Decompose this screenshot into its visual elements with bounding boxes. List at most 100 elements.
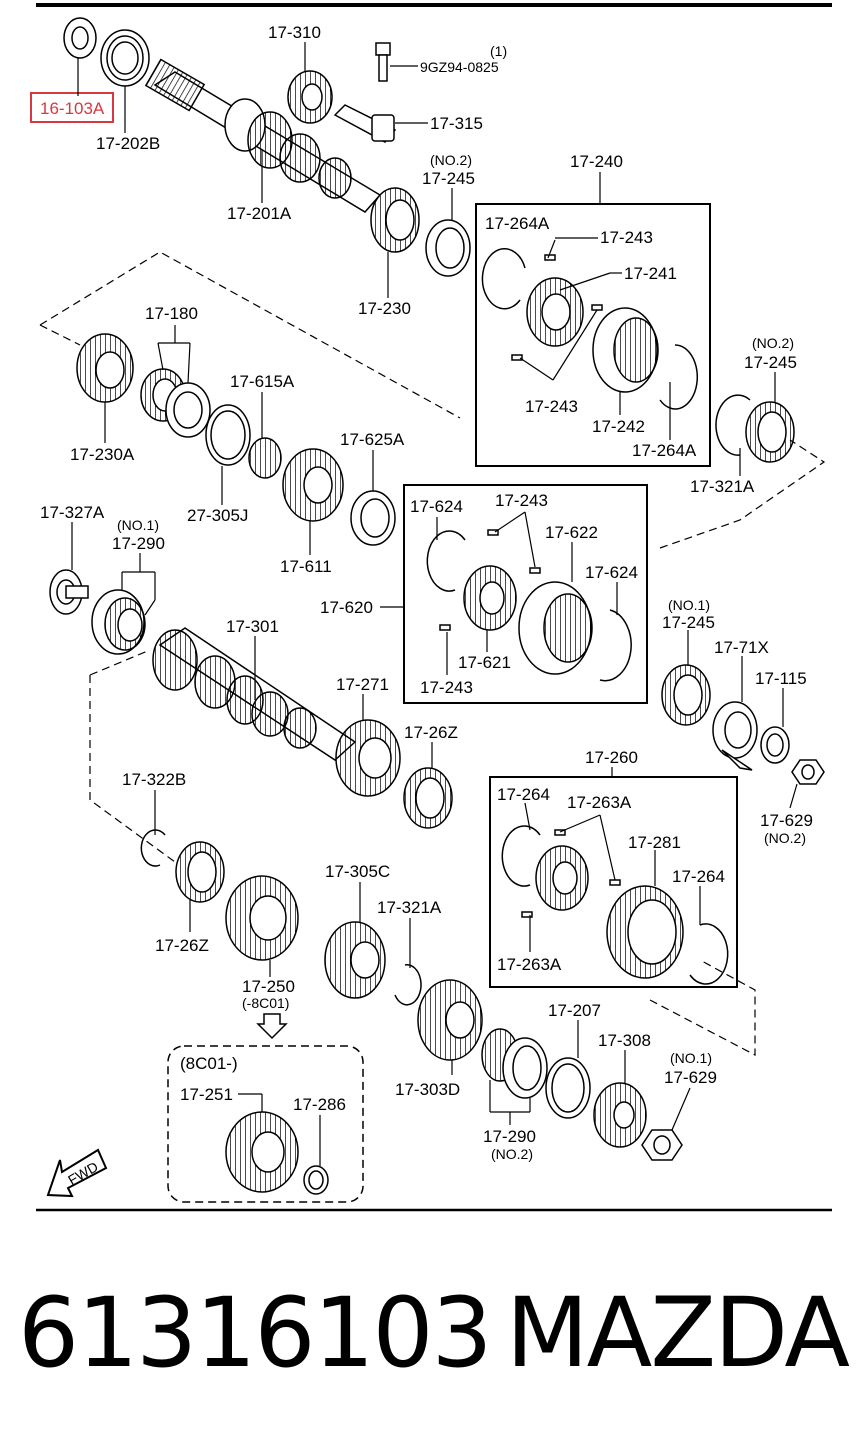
part-label-17-115: 17-115 — [755, 669, 807, 688]
part-label-8c01-box: (8C01-) — [180, 1054, 238, 1073]
transmission-parts-diagram: 16-103A 17-202B 17-310 (1) 9GZ94-0825 17… — [30, 3, 832, 1212]
gear-17-611 — [282, 448, 344, 522]
part-label-17-286: 17-286 — [293, 1095, 346, 1114]
part-label-17-250: 17-250 — [242, 977, 295, 996]
qty-label-no1-a: (NO.1) — [117, 517, 159, 533]
synchro-ring-f — [175, 841, 225, 903]
part-label-17-615a: 17-615A — [230, 372, 295, 391]
part-label-17-264-a: 17-264 — [497, 785, 550, 804]
part-label-17-290-b: 17-290 — [483, 1127, 536, 1146]
part-label-17-629-b: 17-629 — [664, 1068, 717, 1087]
synchro-ring-c — [350, 490, 396, 546]
part-label-17-621: 17-621 — [458, 653, 511, 672]
qty-label-no2-c: (NO.2) — [764, 830, 806, 846]
highlight-box — [30, 92, 114, 123]
bearing-17-290-a — [91, 589, 146, 655]
part-label-17-625a: 17-625A — [340, 430, 405, 449]
part-label-17-264-b: 17-264 — [672, 867, 725, 886]
bearing-17-180 — [140, 368, 211, 438]
part-label-17-260: 17-260 — [585, 748, 638, 767]
bearing-17-71x — [712, 701, 758, 771]
part-label-17-240: 17-240 — [570, 152, 623, 171]
part-label-17-321a-a: 17-321A — [690, 477, 755, 496]
part-label-17-264a-a: 17-264A — [485, 214, 550, 233]
part-label-17-251: 17-251 — [180, 1085, 233, 1104]
washer-27-305j — [205, 404, 251, 466]
synchro-ring-d — [661, 664, 711, 726]
qty-label-no2-d: (NO.2) — [491, 1146, 533, 1162]
part-label-17-322b: 17-322B — [122, 770, 186, 789]
synchro-ring-e — [403, 767, 453, 829]
part-label-17-241: 17-241 — [624, 264, 677, 283]
gear-17-303d — [417, 979, 483, 1061]
part-label-17-202b: 17-202B — [96, 134, 160, 153]
gear-17-308 — [593, 1082, 647, 1148]
ring-17-115 — [760, 726, 790, 764]
part-label-17-243-d: 17-243 — [420, 678, 473, 697]
gear-17-305c — [324, 921, 386, 999]
part-label-17-245-b: 17-245 — [744, 353, 797, 372]
box-17-260 — [489, 776, 738, 988]
qty-label-no2-a: (NO.2) — [430, 152, 472, 168]
part-label-17-315: 17-315 — [430, 114, 483, 133]
gear-17-250 — [225, 875, 299, 961]
part-label-17-622: 17-622 — [545, 523, 598, 542]
part-label-17-301: 17-301 — [226, 617, 279, 636]
part-label-17-26z-a: 17-26Z — [404, 723, 458, 742]
part-label-17-180: 17-180 — [145, 304, 198, 323]
box-17-620-parts — [426, 529, 632, 682]
down-arrow-icon — [256, 1013, 288, 1040]
part-label-9gz94: 9GZ94-0825 — [420, 59, 499, 75]
part-label-17-624-b: 17-624 — [585, 563, 638, 582]
fwd-arrow-icon — [46, 1148, 108, 1198]
qty-label-no1-b: (NO.1) — [668, 597, 710, 613]
box-17-260-parts — [501, 825, 729, 985]
bearing-17-290-b — [481, 1028, 548, 1099]
input-shaft — [144, 58, 382, 213]
counter-shaft-17-301 — [152, 627, 357, 761]
part-label-17-327a: 17-327A — [40, 503, 105, 522]
nut-17-629-b — [641, 1129, 683, 1161]
nut-17-629-a — [791, 759, 825, 785]
part-label-17-263a-b: 17-263A — [497, 955, 562, 974]
box-17-240-parts — [481, 248, 699, 410]
part-label-17-281: 17-281 — [628, 833, 681, 852]
synchro-ring-a — [425, 219, 471, 277]
part-label-17-245-c: 17-245 — [662, 613, 715, 632]
part-label-17-201a: 17-201A — [227, 204, 292, 223]
part-label-17-629-a: 17-629 — [760, 811, 813, 830]
gear-17-271 — [335, 719, 401, 797]
part-label-17-308: 17-308 — [598, 1031, 651, 1050]
box-17-620 — [403, 484, 648, 704]
part-label-17-264a-b: 17-264A — [632, 441, 697, 460]
part-label-17-290-a: 17-290 — [112, 534, 165, 553]
gear-17-230 — [370, 187, 420, 253]
synchro-ring-b — [715, 394, 795, 463]
dashed-outlines — [39, 251, 826, 1056]
bolt-part — [375, 42, 391, 82]
needle-bearing-17-615a — [248, 437, 282, 479]
brand-name: MAZDA — [505, 1277, 850, 1389]
snap-ring-17-322b — [140, 829, 166, 867]
part-label-17-230a: 17-230A — [70, 445, 135, 464]
qty-label-no2-b: (NO.2) — [752, 335, 794, 351]
clip-17-286 — [303, 1165, 329, 1195]
gear-17-251 — [225, 1111, 299, 1193]
qty-label-no1-c: (NO.1) — [670, 1050, 712, 1066]
part-label-17-243-b: 17-243 — [525, 397, 578, 416]
part-label-17-230: 17-230 — [358, 299, 411, 318]
seal-part — [63, 17, 97, 59]
box-8c01 — [167, 1045, 364, 1203]
part-label-17-271: 17-271 — [336, 675, 389, 694]
part-label-17-243-c: 17-243 — [495, 491, 548, 510]
part-label-27-305j: 27-305J — [187, 506, 248, 525]
part-label-17-243-a: 17-243 — [600, 228, 653, 247]
part-label-minus-8c01: (-8C01) — [242, 995, 289, 1011]
part-label-17-71x: 17-71X — [714, 638, 769, 657]
box-17-240 — [475, 203, 711, 467]
part-label-17-242: 17-242 — [592, 417, 645, 436]
part-label-17-263a-a: 17-263A — [567, 793, 632, 812]
qty-label-1: (1) — [490, 43, 507, 59]
part-label-17-310: 17-310 — [268, 23, 321, 42]
part-number: 61316103 — [18, 1277, 493, 1389]
